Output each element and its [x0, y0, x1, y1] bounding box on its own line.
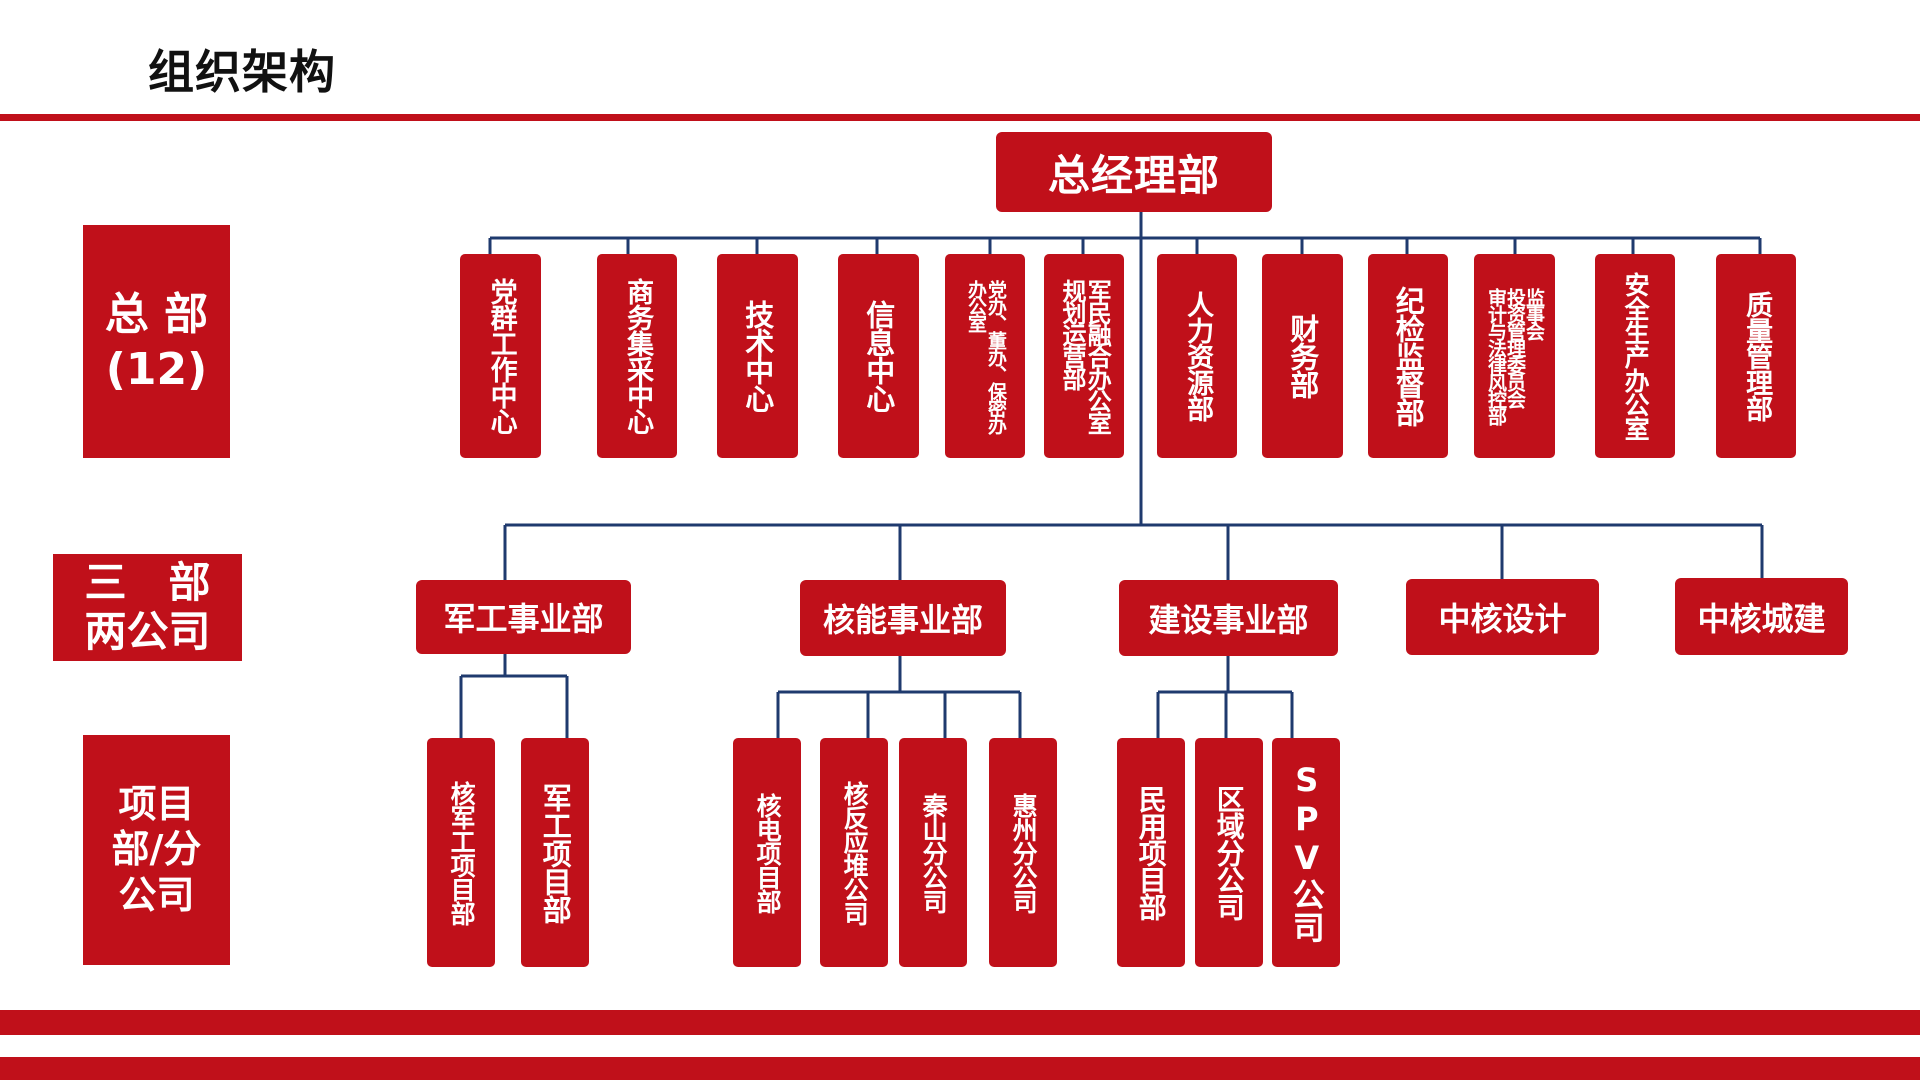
sub-unit-label: 核电项目部: [753, 792, 783, 913]
hq-dept-label: 监事会 投资管理委员会 审计与法律风控部: [1485, 288, 1545, 424]
hq-dept-box: 质量管理部: [1716, 254, 1796, 458]
hq-dept-label: 党办、董办、保密办 办公室: [965, 279, 1007, 433]
sub-unit-label: 核军工项目部: [447, 780, 477, 925]
sub-unit-label: 军工项目部: [538, 782, 573, 923]
hq-dept-label: 质量管理部: [1741, 291, 1773, 421]
hq-dept-label: 人力资源部: [1182, 291, 1214, 421]
division-nuclear: 核能事业部: [800, 580, 1006, 656]
hq-dept-box: 商务集采中心: [597, 254, 677, 458]
page-title: 组织架构: [148, 45, 336, 99]
hq-dept-box: 人力资源部: [1157, 254, 1237, 458]
hq-dept-label: 技术中心: [740, 300, 775, 412]
level-label-hq: 总 部 (12): [83, 225, 230, 458]
level-label-subunits: 项目 部/分 公司: [83, 735, 230, 965]
hq-dept-box: 军民融合办公室 规划运营部: [1044, 254, 1124, 458]
hq-dept-label: 财务部: [1285, 314, 1320, 398]
hq-dept-box: 安全生产办公室: [1595, 254, 1675, 458]
hq-dept-label: 安全生产办公室: [1621, 272, 1651, 440]
hq-dept-box: 财务部: [1262, 254, 1343, 458]
sub-unit-box: 军工项目部: [521, 738, 589, 967]
hq-dept-label: 纪检监督部: [1391, 286, 1426, 426]
company-cnnc-design: 中核设计: [1406, 579, 1599, 655]
sub-unit-box: 核反应堆公司: [820, 738, 888, 967]
level-label-subunits-text: 项目 部/分 公司: [111, 781, 202, 917]
sub-unit-box: 核军工项目部: [427, 738, 495, 967]
sub-unit-box: 秦山分公司: [899, 738, 967, 967]
level-label-divisions-text: 三 部 两公司: [84, 558, 211, 656]
level-label-hq-text: 总 部 (12): [104, 288, 209, 395]
sub-unit-box: SPV公司: [1272, 738, 1340, 967]
sub-unit-box: 核电项目部: [733, 738, 801, 967]
hq-dept-label: 党群工作中心: [485, 278, 517, 434]
division-construction: 建设事业部: [1119, 580, 1338, 656]
header-divider: [0, 114, 1920, 121]
level-label-divisions: 三 部 两公司: [53, 554, 242, 661]
hq-dept-box: 信息中心: [838, 254, 919, 458]
hq-dept-label: 军民融合办公室 规划运营部: [1058, 279, 1112, 433]
footer-band-upper: [0, 1010, 1920, 1035]
sub-unit-label: 区域分公司: [1212, 785, 1246, 920]
footer-band-lower: [0, 1057, 1920, 1080]
sub-unit-label: 秦山分公司: [919, 792, 949, 913]
root-node-general-manager: 总经理部: [996, 132, 1272, 212]
hq-dept-box: 技术中心: [717, 254, 798, 458]
hq-dept-box: 监事会 投资管理委员会 审计与法律风控部: [1474, 254, 1555, 458]
sub-unit-label: 核反应堆公司: [840, 780, 870, 925]
division-military: 军工事业部: [416, 580, 631, 654]
company-cnnc-urban: 中核城建: [1675, 578, 1848, 655]
sub-unit-label: 惠州分公司: [1009, 792, 1039, 913]
hq-dept-box: 纪检监督部: [1368, 254, 1448, 458]
hq-dept-label: 商务集采中心: [622, 278, 654, 434]
sub-unit-box: 民用项目部: [1117, 738, 1185, 967]
sub-unit-label: 民用项目部: [1134, 785, 1168, 920]
hq-dept-label: 信息中心: [861, 300, 896, 412]
hq-dept-box: 党群工作中心: [460, 254, 541, 458]
hq-dept-box: 党办、董办、保密办 办公室: [945, 254, 1025, 458]
sub-unit-label: SPV公司: [1287, 761, 1326, 944]
sub-unit-box: 区域分公司: [1195, 738, 1263, 967]
sub-unit-box: 惠州分公司: [989, 738, 1057, 967]
